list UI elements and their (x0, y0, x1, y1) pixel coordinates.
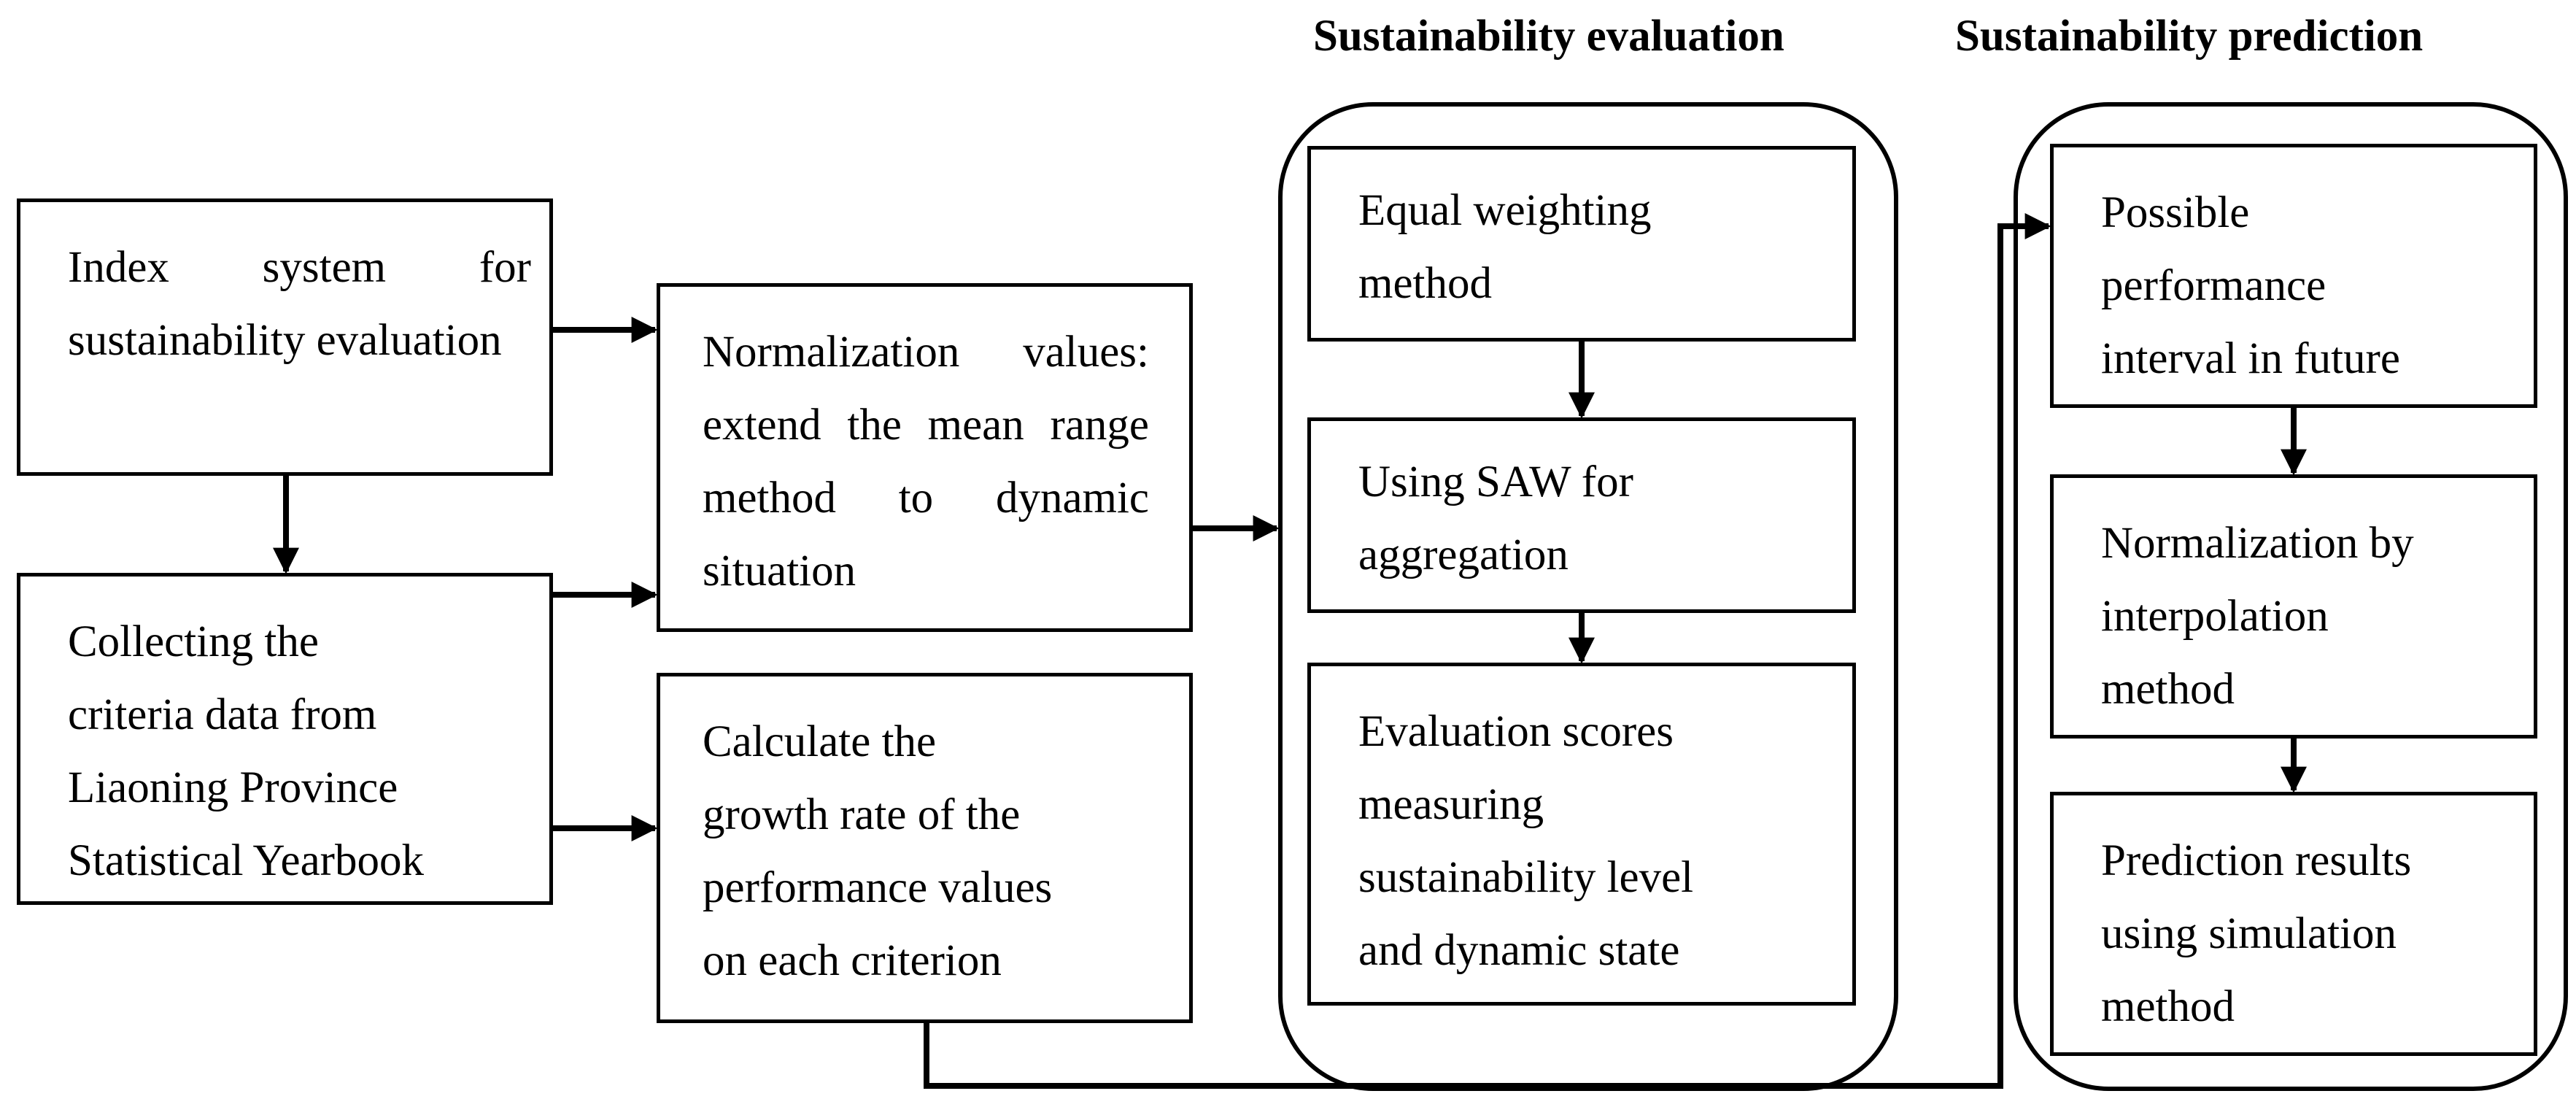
index-system-box: Index system for sustainability evaluati… (17, 198, 553, 476)
growth-rate-text: Calculate the growth rate of the perform… (703, 717, 1053, 985)
possible-interval-box: Possible performance interval in future (2050, 144, 2537, 408)
sustainability-evaluation-title: Sustainability evaluation (1313, 12, 1784, 61)
equal-weighting-box: Equal weighting method (1307, 146, 1856, 342)
index-system-text: Index system for sustainability evaluati… (68, 243, 531, 365)
prediction-results-box: Prediction results using simulation meth… (2050, 792, 2537, 1056)
sustainability-prediction-title: Sustainability prediction (1955, 12, 2424, 61)
evaluation-scores-box: Evaluation scores measuring sustainabili… (1307, 663, 1856, 1006)
evaluation-scores-text: Evaluation scores measuring sustainabili… (1358, 707, 1694, 975)
normalization-interpolation-text: Normalization by interpolation method (2101, 519, 2414, 714)
normalization-values-box: Normalization values: extend the mean ra… (657, 283, 1193, 632)
collecting-data-text: Collecting the criteria data from Liaoni… (68, 617, 424, 885)
growth-rate-box: Calculate the growth rate of the perform… (657, 673, 1193, 1023)
saw-aggregation-box: Using SAW for aggregation (1307, 417, 1856, 613)
normalization-interpolation-box: Normalization by interpolation method (2050, 474, 2537, 739)
equal-weighting-text: Equal weighting method (1358, 186, 1652, 308)
normalization-values-text: Normalization values: extend the mean ra… (703, 328, 1149, 595)
prediction-group (2014, 102, 2568, 1091)
prediction-results-text: Prediction results using simulation meth… (2101, 836, 2412, 1031)
collecting-data-box: Collecting the criteria data from Liaoni… (17, 573, 553, 905)
possible-interval-text: Possible performance interval in future (2101, 188, 2400, 383)
saw-aggregation-text: Using SAW for aggregation (1358, 458, 1633, 579)
connector-growth-to-prediction (924, 213, 2051, 1089)
